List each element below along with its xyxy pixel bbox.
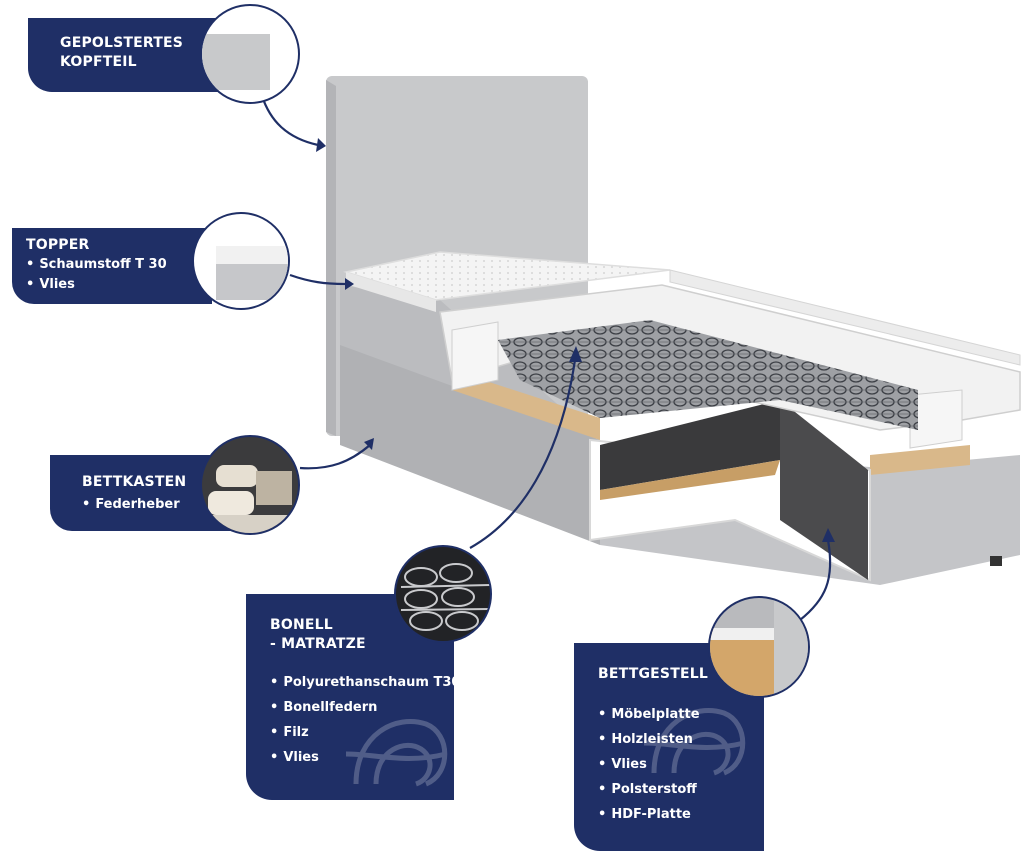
- brand-watermark-icon: [644, 708, 746, 776]
- topper-edge: [346, 272, 436, 312]
- label-frame-item: HDF-Platte: [598, 802, 764, 827]
- arrow-heads: [316, 138, 835, 542]
- board-edge-swatch: [710, 628, 774, 640]
- label-mattress-item: Filz: [270, 720, 454, 745]
- label-topper-item: Vlies: [26, 275, 212, 295]
- arrow-headboard: [260, 95, 319, 147]
- label-topper-title: TOPPER: [26, 237, 90, 253]
- bed-foot: [990, 556, 1002, 566]
- label-storage-title: BETTKASTEN: [82, 474, 187, 490]
- frame-fabric-swatch: [774, 598, 808, 696]
- label-mattress-item: Bonellfedern: [270, 695, 454, 720]
- label-mattress-item: Vlies: [270, 745, 454, 770]
- label-mattress-list: Polyurethanschaum T30 Bonellfedern Filz …: [270, 670, 454, 770]
- topper-fabric-swatch: [216, 264, 288, 300]
- label-frame-item: Möbelplatte: [598, 702, 764, 727]
- label-frame-item: Holzleisten: [598, 727, 764, 752]
- label-frame-list: Möbelplatte Holzleisten Vlies Polstersto…: [598, 702, 764, 827]
- topper: [343, 251, 1021, 366]
- drawer-band: [340, 345, 600, 545]
- label-mattress: BONELL - MATRATZE Polyurethanschaum T30 …: [246, 594, 454, 800]
- linen-shape: [202, 515, 298, 533]
- spring-detail-icon: [400, 563, 490, 631]
- arrow-storage: [299, 444, 371, 470]
- label-storage-item: Federheber: [82, 492, 240, 517]
- topper-right-edge: [669, 269, 1021, 366]
- pillow-shape: [208, 491, 254, 515]
- storage-cavity: [589, 400, 871, 582]
- headboard-fabric-swatch: [202, 34, 270, 90]
- bonell-springs: [498, 320, 918, 430]
- mattress-detail-circle: [394, 545, 492, 643]
- label-frame-title: BETTGESTELL: [598, 666, 708, 682]
- label-topper: TOPPER Schaumstoff T 30 Vlies: [12, 228, 212, 304]
- wood-rail-left: [452, 370, 600, 440]
- label-topper-list: Schaumstoff T 30 Vlies: [26, 255, 212, 295]
- label-headboard-title: GEPOLSTERTES KOPFTEIL: [60, 35, 184, 70]
- label-topper-item: Schaumstoff T 30: [26, 255, 212, 275]
- label-storage-list: Federheber: [82, 492, 240, 517]
- topper-detail-circle: [192, 212, 290, 310]
- label-frame-item: Polsterstoff: [598, 777, 764, 802]
- pillow-shape: [216, 465, 258, 487]
- topper-swatch: [216, 246, 288, 265]
- label-mattress-item: Polyurethanschaum T30: [270, 670, 454, 695]
- frame-detail-circle: [708, 596, 810, 698]
- storage-detail-circle: [200, 435, 300, 535]
- wood-rail-right: [870, 445, 970, 475]
- brand-watermark-icon: [346, 719, 448, 787]
- cavity-side: [780, 400, 868, 580]
- arrow-mattress: [469, 359, 577, 549]
- label-frame-item: Vlies: [598, 752, 764, 777]
- callout-arrows: [260, 95, 832, 621]
- label-mattress-title: BONELL - MATRATZE: [270, 617, 366, 652]
- headboard-side: [326, 80, 336, 436]
- cavity-slat: [600, 460, 780, 500]
- headboard-detail-circle: [200, 4, 300, 104]
- blanket-shape: [256, 471, 292, 505]
- arrow-topper: [289, 273, 346, 286]
